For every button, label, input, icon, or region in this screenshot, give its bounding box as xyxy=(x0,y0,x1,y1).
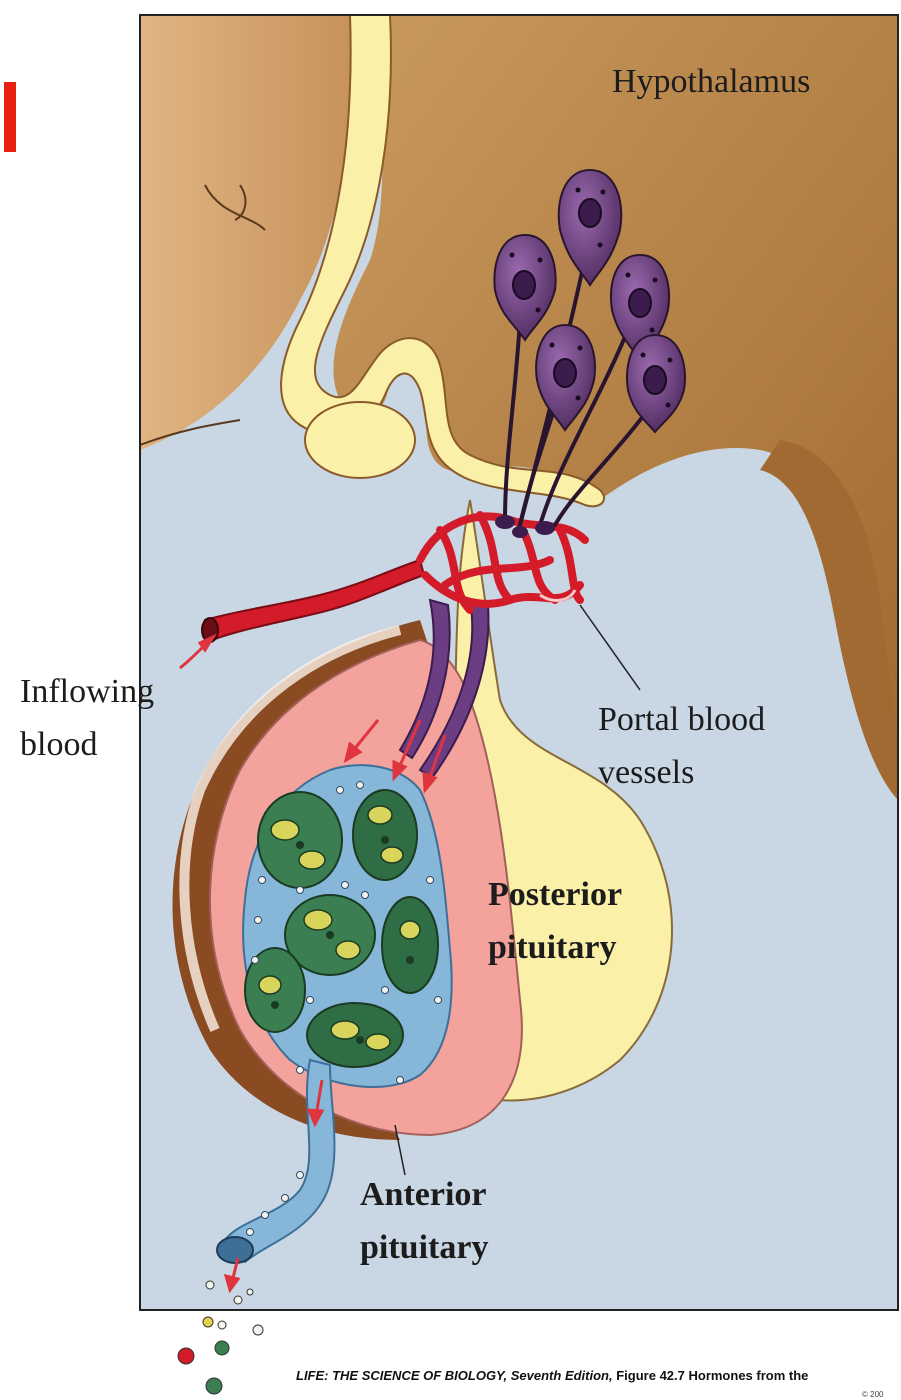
figure-caption: LIFE: THE SCIENCE OF BIOLOGY, Seventh Ed… xyxy=(296,1368,901,1383)
label-anterior-pituitary-1: Anterior xyxy=(360,1176,487,1213)
label-posterior-pituitary-1: Posterior xyxy=(488,876,622,913)
caption-copyright: © 200 xyxy=(862,1390,883,1399)
label-portal-vessels-2: vessels xyxy=(598,754,694,791)
caption-book-title: LIFE: THE SCIENCE OF BIOLOGY, Seventh Ed… xyxy=(296,1368,613,1383)
vessel-opening xyxy=(217,1237,253,1263)
optic-chiasm xyxy=(305,402,415,478)
label-portal-vessels-1: Portal blood xyxy=(598,701,765,738)
caption-figure: Figure 42.7 Hormones from the xyxy=(616,1368,808,1383)
label-inflowing-blood-2: blood xyxy=(20,726,97,763)
label-hypothalamus: Hypothalamus xyxy=(612,63,810,100)
label-inflowing-blood-1: Inflowing xyxy=(20,673,154,710)
label-posterior-pituitary-2: pituitary xyxy=(488,929,616,966)
label-anterior-pituitary-2: pituitary xyxy=(360,1229,488,1266)
